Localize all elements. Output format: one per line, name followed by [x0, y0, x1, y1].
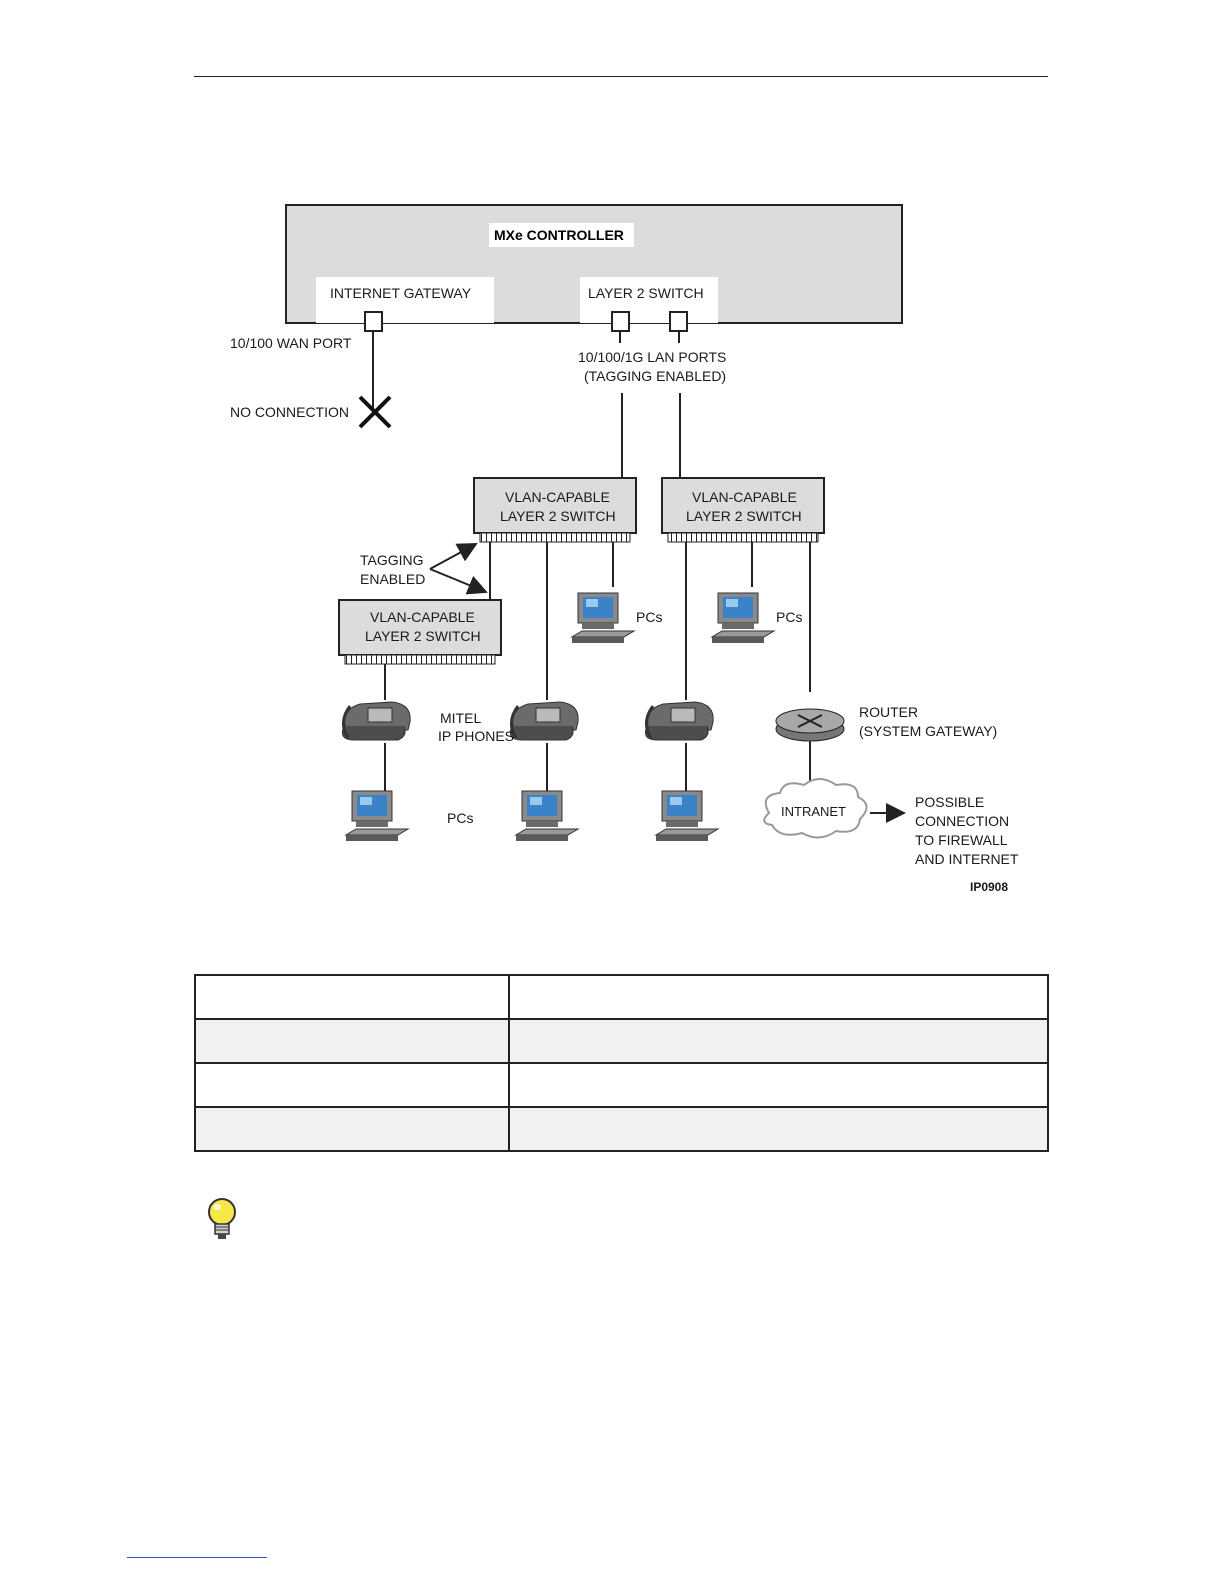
- router-label-2: (SYSTEM GATEWAY): [859, 723, 997, 739]
- tagging-arrow-1: [429, 543, 478, 570]
- pcs-label-2: PCs: [776, 609, 802, 625]
- table-cell: [508, 1018, 1049, 1064]
- table-cell: [194, 1062, 510, 1108]
- pc-icon: [571, 592, 635, 644]
- phone-icon: [643, 700, 715, 742]
- figure-code: IP0908: [970, 880, 1008, 894]
- phone-icon: [340, 700, 412, 742]
- controller-title-bg: [489, 223, 634, 247]
- table-cell: [508, 974, 1049, 1020]
- lan-port-1: [611, 311, 630, 332]
- tagging-label-2: ENABLED: [360, 571, 425, 587]
- vlan-switch-1: [473, 477, 637, 534]
- lightbulb-icon: [203, 1196, 241, 1242]
- layer2-switch-panel: [580, 277, 718, 323]
- layer2-switch-label: LAYER 2 SWITCH: [588, 285, 704, 301]
- phone-icon: [508, 700, 580, 742]
- possible-label-1: POSSIBLE: [915, 794, 984, 810]
- internet-gateway-label: INTERNET GATEWAY: [330, 285, 472, 301]
- pc-icon: [515, 790, 579, 842]
- vlan-switch-2-line2: LAYER 2 SWITCH: [686, 508, 802, 524]
- mitel-label-1: MITEL: [440, 710, 481, 726]
- vlan-switch-2: [661, 477, 825, 534]
- no-connection-label: NO CONNECTION: [230, 404, 349, 420]
- table-row: [194, 1062, 1049, 1108]
- table-cell: [194, 1106, 510, 1152]
- pcs-label-1: PCs: [636, 609, 662, 625]
- internet-gateway-panel: [316, 277, 494, 323]
- table-row: [194, 1106, 1049, 1152]
- table-cell: [508, 1062, 1049, 1108]
- mitel-label-2: IP PHONES: [438, 728, 514, 744]
- no-connection-x2: [358, 395, 392, 429]
- pc-icon: [345, 790, 409, 842]
- lan-ports-label-1: 10/100/1G LAN PORTS: [578, 349, 726, 365]
- wan-port: [364, 311, 383, 332]
- tagging-arrow-2: [429, 568, 488, 595]
- intranet-cloud-icon: [763, 778, 868, 839]
- wan-port-label: 10/100 WAN PORT: [230, 335, 352, 351]
- possible-label-4: AND INTERNET: [915, 851, 1019, 867]
- router-label-1: ROUTER: [859, 704, 918, 720]
- network-diagram: MXe CONTROLLER INTERNET GATEWAY LAYER 2 …: [224, 195, 1024, 905]
- vlan-switch-3-line1: VLAN-CAPABLE: [370, 609, 475, 625]
- pcs-label-3: PCs: [447, 810, 473, 826]
- table-cell: [508, 1106, 1049, 1152]
- vlan-switch-3-line2: LAYER 2 SWITCH: [365, 628, 481, 644]
- info-table: [194, 974, 1049, 1152]
- possible-label-2: CONNECTION: [915, 813, 1009, 829]
- lan-ports-label-2: (TAGGING ENABLED): [584, 368, 726, 384]
- header-rule: [194, 76, 1048, 77]
- table-row: [194, 974, 1049, 1020]
- vlan-switch-1-line1: VLAN-CAPABLE: [505, 489, 610, 505]
- table-cell: [194, 974, 510, 1020]
- possible-label-3: TO FIREWALL: [915, 832, 1008, 848]
- pc-icon: [711, 592, 775, 644]
- footer-link-rule: [127, 1557, 267, 1558]
- tagging-label-1: TAGGING: [360, 552, 424, 568]
- table-row: [194, 1018, 1049, 1064]
- pc-icon: [655, 790, 719, 842]
- controller-title: MXe CONTROLLER: [494, 227, 624, 243]
- table-cell: [194, 1018, 510, 1064]
- vlan-switch-1-line2: LAYER 2 SWITCH: [500, 508, 616, 524]
- lan-port-2: [669, 311, 688, 332]
- vlan-switch-2-line1: VLAN-CAPABLE: [692, 489, 797, 505]
- intranet-label: INTRANET: [781, 804, 846, 819]
